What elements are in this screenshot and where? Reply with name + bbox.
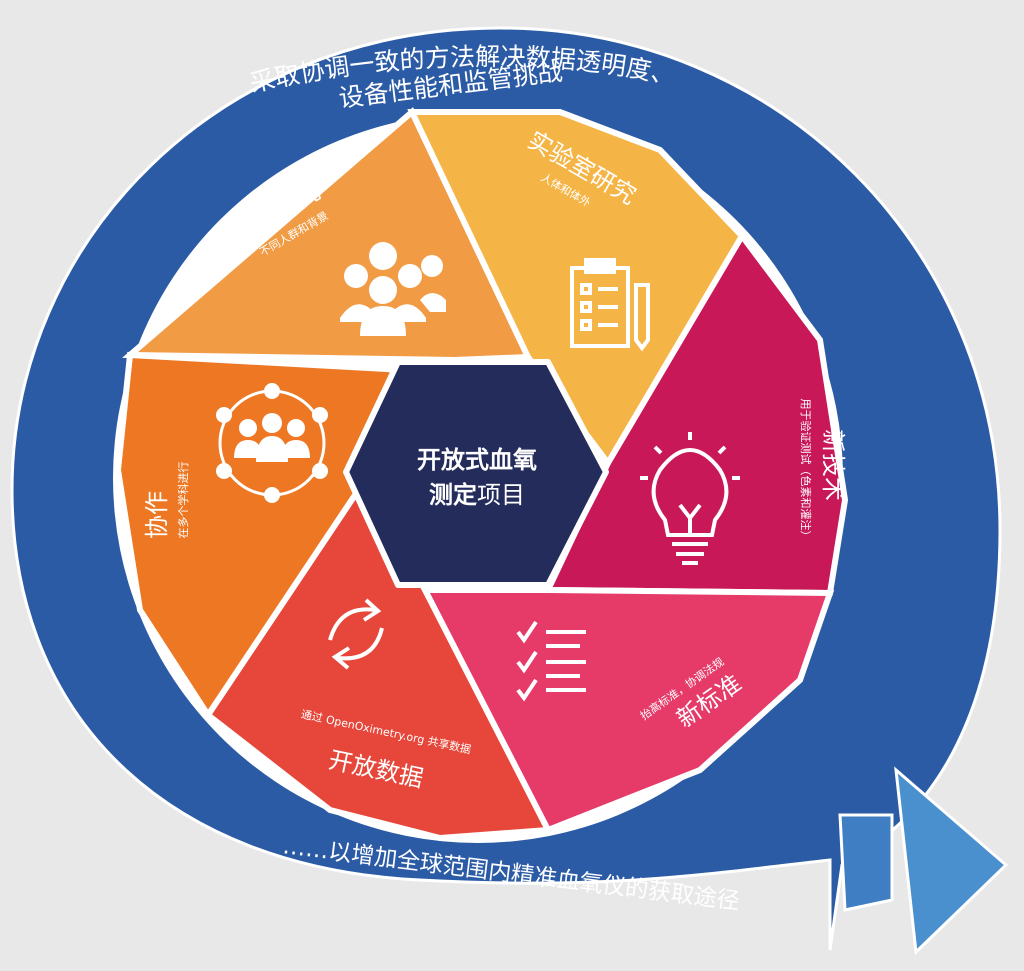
hexagon-shape [343,359,609,588]
center-title-line1: 开放式血氧 [417,446,537,474]
tech-label: 新技术 用于验证测试（色素和灌注） [799,399,847,542]
center-title-rest: 项目 [477,481,525,509]
ring-arrow-head [894,766,1009,956]
tech-title: 新技术 [819,429,847,501]
center-title-line2: 测定项目 [429,481,525,509]
checklist-icon [516,620,586,702]
tech-subtitle: 用于验证测试（色素和灌注） [799,399,813,542]
center-title-bold: 测定 [429,481,477,509]
center-hexagon: 开放式血氧 测定项目 [343,359,609,588]
collab-label: 协作 在多个学科进行 [143,462,190,540]
collab-subtitle: 在多个学科进行 [176,462,190,539]
ring-arrow-block [838,813,894,912]
lightbulb-icon [640,432,740,565]
network-people-icon [216,383,328,503]
refresh-arrows-icon [328,598,384,670]
clipboard-pencil-icon [570,258,650,352]
people-group-icon [340,242,446,336]
collab-title: 协作 [143,491,171,539]
